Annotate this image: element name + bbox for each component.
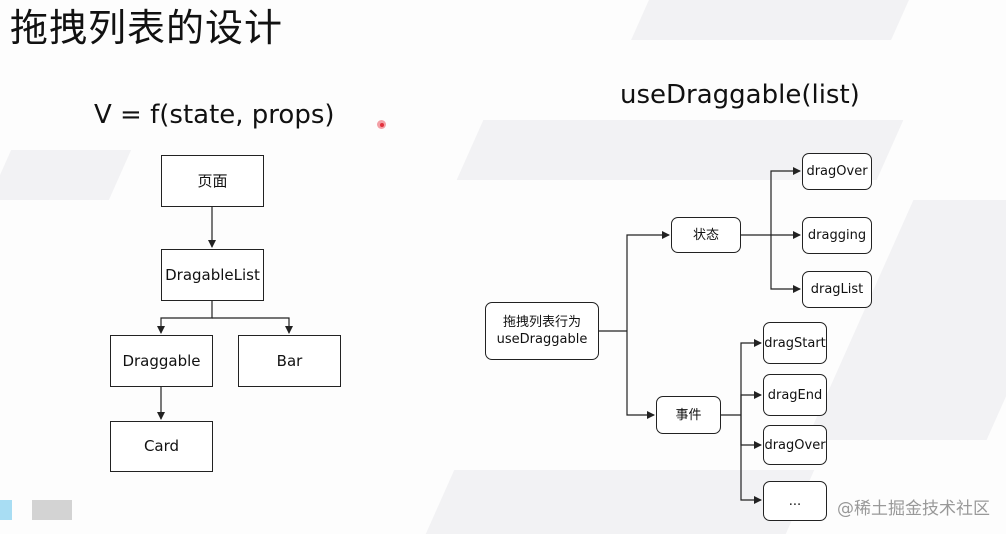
edge-list-draggable bbox=[157, 301, 213, 334]
hook-title: useDraggable(list) bbox=[620, 80, 860, 110]
edge-list-bar bbox=[212, 317, 293, 334]
edge-event-dragover bbox=[740, 415, 762, 449]
node-state-draglist: dragList bbox=[802, 271, 872, 308]
edge-root-event bbox=[626, 331, 655, 419]
slide-title: 拖拽列表的设计 bbox=[10, 6, 284, 50]
edge-event-dragstart bbox=[740, 339, 762, 415]
node-page: 页面 bbox=[161, 155, 264, 207]
node-draggable: Draggable bbox=[110, 335, 213, 387]
edge-state-draglist bbox=[770, 235, 801, 293]
node-state: 状态 bbox=[671, 217, 741, 253]
node-event-dragend: dragEnd bbox=[763, 374, 827, 416]
node-card: Card bbox=[110, 421, 213, 472]
edge-event-dragend bbox=[740, 391, 762, 415]
laser-pointer-icon bbox=[377, 120, 386, 129]
edge-root-state bbox=[626, 231, 670, 331]
node-root: 拖拽列表行为 useDraggable bbox=[485, 302, 599, 360]
blurred-logo bbox=[0, 500, 12, 520]
watermark-text: @稀土掘金技术社区 bbox=[837, 499, 990, 519]
node-bar: Bar bbox=[238, 335, 341, 387]
edge-event-more bbox=[740, 415, 762, 504]
blurred-text bbox=[32, 500, 72, 520]
node-state-dragging: dragging bbox=[802, 217, 872, 254]
node-state-dragover: dragOver bbox=[802, 153, 872, 190]
edge-state-dragover bbox=[770, 167, 801, 235]
node-event-dragover: dragOver bbox=[763, 425, 827, 465]
node-event-more: ... bbox=[763, 481, 827, 521]
node-event: 事件 bbox=[656, 396, 721, 434]
node-dragable-list: DragableList bbox=[161, 249, 264, 301]
node-event-dragstart: dragStart bbox=[763, 322, 827, 364]
formula-text: V = f(state, props) bbox=[94, 100, 335, 130]
